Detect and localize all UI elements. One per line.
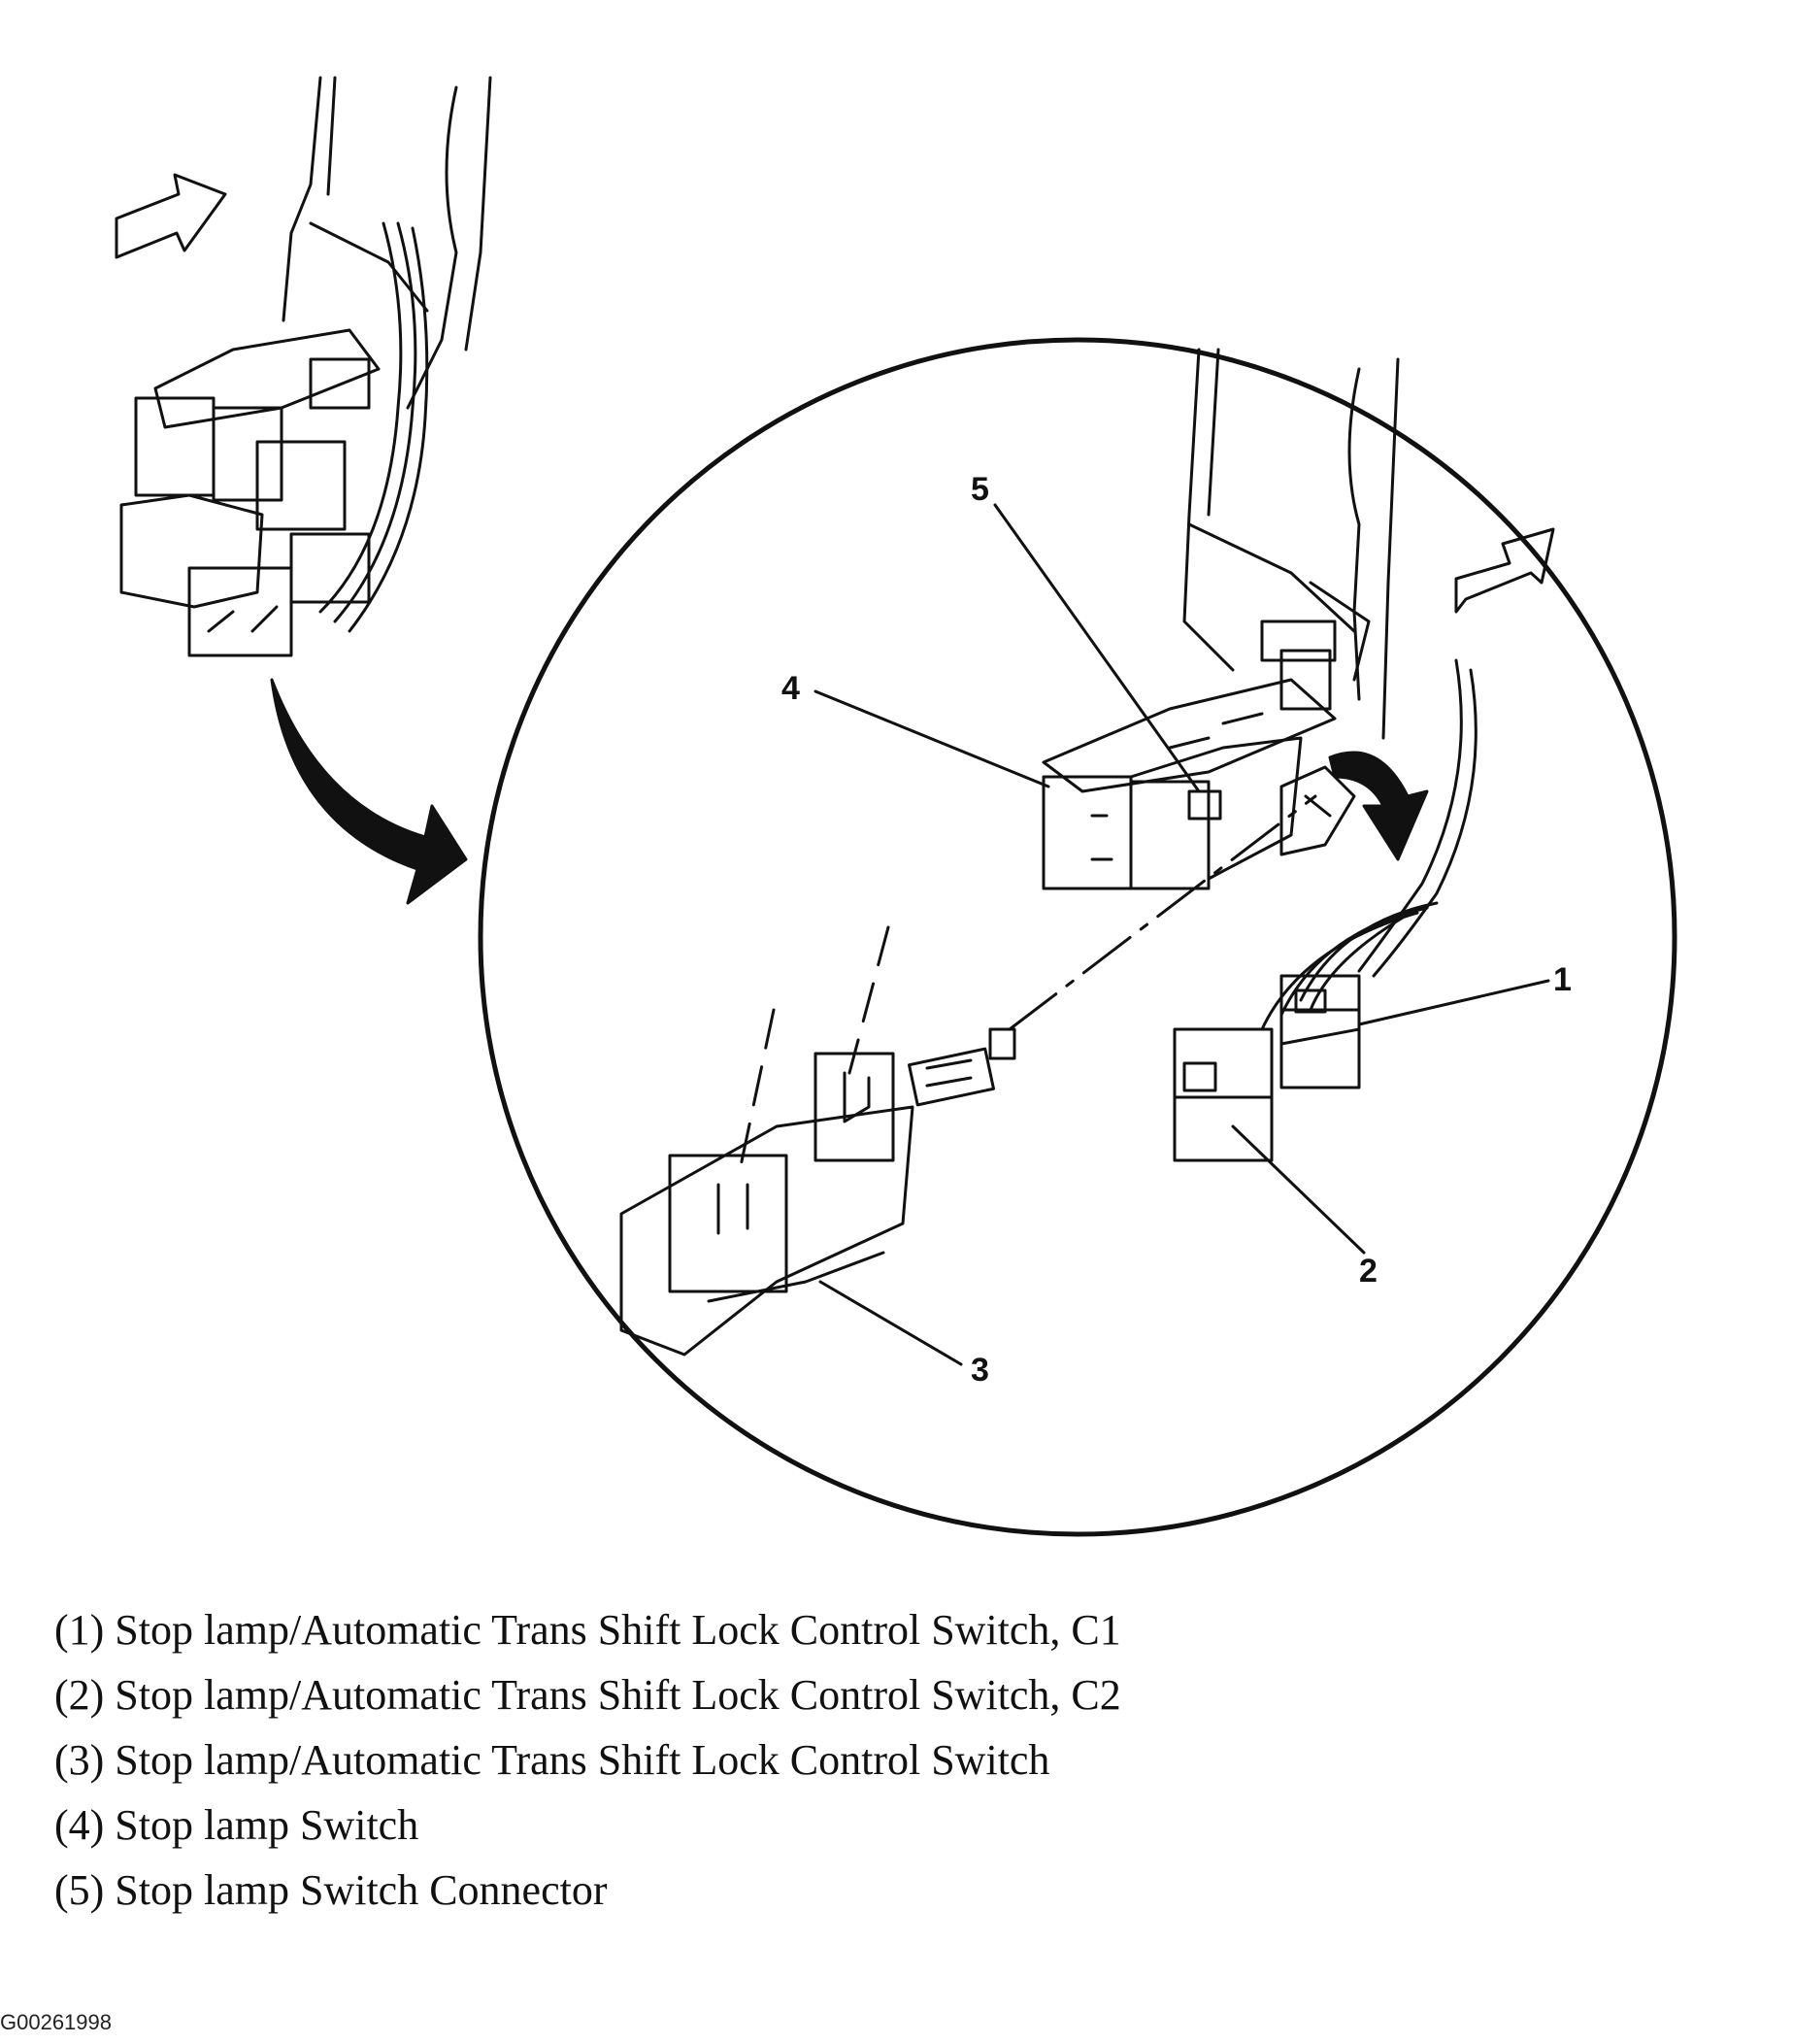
control-switch-illustration [619, 1027, 1016, 1357]
callout-5: 5 [971, 471, 989, 508]
installation-axis-line [1008, 794, 1317, 1031]
direction-arrow-icon [1454, 527, 1555, 614]
direction-arrow-icon [115, 173, 227, 259]
legend-item-3: (3) Stop lamp/Automatic Trans Shift Lock… [54, 1736, 1050, 1784]
legend-item-2: (2) Stop lamp/Automatic Trans Shift Lock… [54, 1671, 1121, 1719]
transition-arrow-icon [270, 678, 468, 905]
legend-item-5: (5) Stop lamp Switch Connector [54, 1866, 608, 1914]
legend: (1) Stop lamp/Automatic Trans Shift Lock… [54, 1597, 1705, 1923]
connector-c1-illustration [1279, 974, 1361, 1089]
connector-c2-illustration [1173, 1027, 1274, 1162]
figure-id: G00261998 [0, 2010, 112, 2034]
leader-line-4 [813, 689, 1050, 788]
callout-4: 4 [781, 670, 800, 707]
stop-lamp-switch-connector-illustration [1168, 712, 1264, 821]
overview-illustration [119, 76, 492, 657]
wire-harness-illustration [1260, 658, 1478, 1031]
leader-line-3 [818, 1280, 963, 1366]
rotation-arrow-icon [1328, 751, 1429, 861]
component-location-diagram: 1 2 3 4 5 [115, 76, 1677, 1537]
legend-item-1: (1) Stop lamp/Automatic Trans Shift Lock… [54, 1606, 1121, 1654]
callout-2: 2 [1359, 1253, 1378, 1290]
guide-line [736, 1008, 776, 1182]
leader-line-1 [1357, 979, 1550, 1026]
guide-line [847, 925, 890, 1075]
callout-3: 3 [971, 1352, 989, 1389]
callout-1: 1 [1553, 961, 1572, 998]
pedal-bracket-illustration [1182, 348, 1400, 740]
legend-item-4: (4) Stop lamp Switch [54, 1801, 419, 1849]
leader-line-5 [993, 503, 1201, 793]
stop-lamp-switch-illustration [1042, 620, 1337, 890]
magnified-view-circle [478, 337, 1677, 1537]
leader-line-2 [1231, 1124, 1366, 1255]
